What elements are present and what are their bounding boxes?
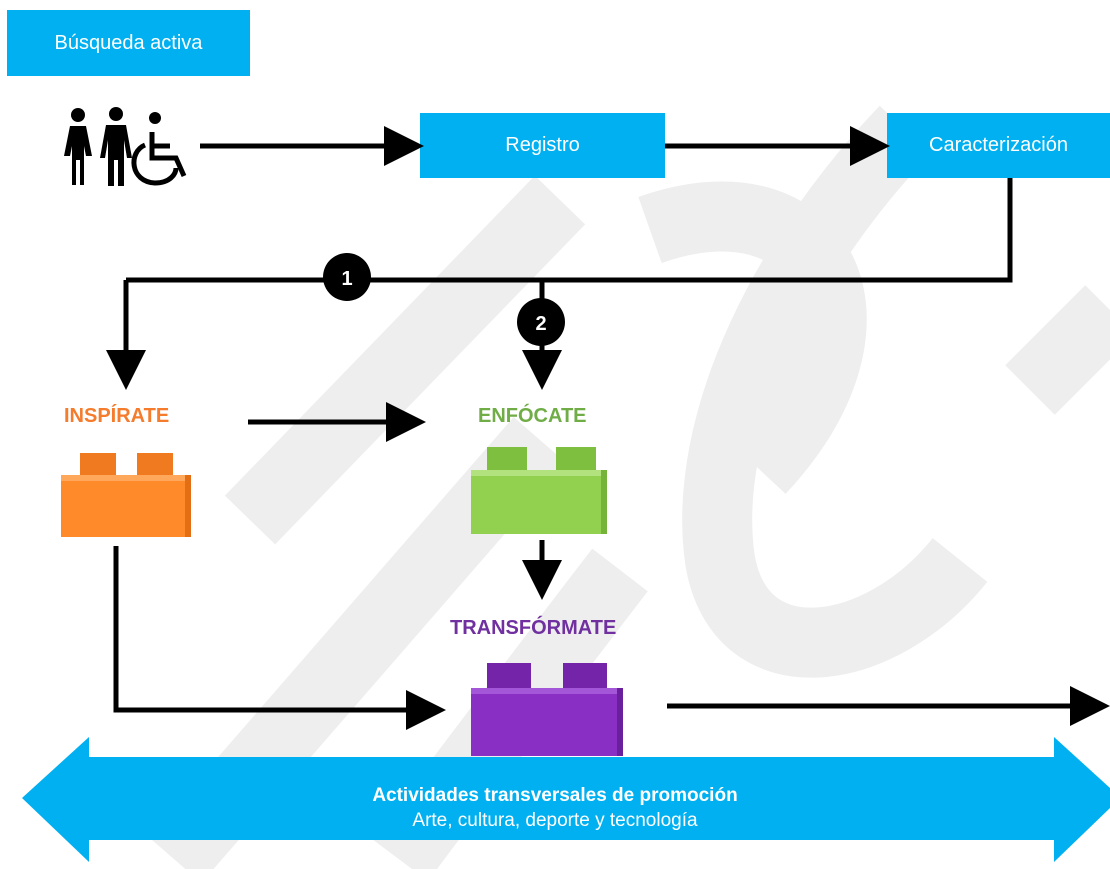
- man-icon: [100, 107, 132, 186]
- stage-enfocate-label: ENFÓCATE: [478, 405, 587, 427]
- inspirate-block-icon: [61, 453, 191, 537]
- woman-icon: [64, 108, 92, 185]
- wheelchair-icon: [131, 112, 187, 186]
- busqueda-activa-label: Búsqueda activa: [54, 31, 203, 54]
- badge-1-text: 1: [341, 268, 352, 290]
- banner-title: Actividades transversales de promoción: [372, 785, 738, 806]
- enfocate-block-icon: [471, 447, 607, 534]
- registro-box: Registro: [420, 113, 665, 178]
- banner-subtitle: Arte, cultura, deporte y tecnología: [412, 810, 698, 831]
- caracterizacion-label: Caracterización: [929, 134, 1068, 156]
- stage-inspirate-label: INSPÍRATE: [64, 405, 170, 427]
- badge-2-text: 2: [535, 313, 546, 335]
- stage-transformate-label: TRANSFÓRMATE: [450, 617, 617, 639]
- caracterizacion-box: Caracterización: [887, 113, 1110, 178]
- badge-1-circle: [323, 253, 371, 301]
- arrow-inspirate-to-transformate: [113, 546, 446, 730]
- badge-2-circle: [517, 298, 565, 346]
- connector-caracterizacion-down: [126, 178, 1013, 283]
- registro-label: Registro: [505, 134, 580, 156]
- transformate-block-icon: [471, 663, 623, 756]
- busqueda-activa-box: Búsqueda activa: [7, 10, 250, 76]
